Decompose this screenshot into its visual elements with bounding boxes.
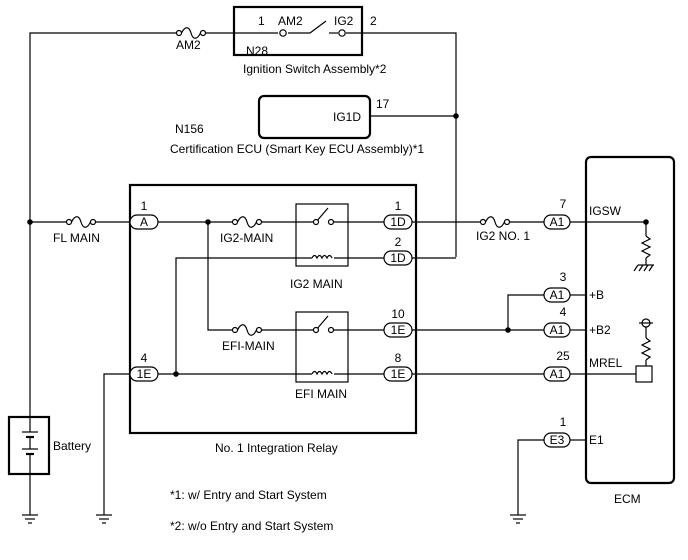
footnote-1: *1: w/ Entry and Start System xyxy=(170,488,327,502)
mrel-driver-icon xyxy=(635,365,653,383)
certification-ecu-name: Certification ECU (Smart Key ECU Assembl… xyxy=(170,142,424,156)
ig2-main-relay-icon xyxy=(295,203,349,267)
fuse-ig2-no1-icon xyxy=(479,216,511,228)
ecm-pin-mrel: A1 25 MREL xyxy=(543,349,623,382)
relay-connector-1e-pin10: 1E 10 xyxy=(383,307,413,338)
ignition-switch-code: N28 xyxy=(246,44,268,58)
svg-text:MREL: MREL xyxy=(589,356,623,370)
footnote-2: *2: w/o Entry and Start System xyxy=(170,519,333,533)
svg-text:+B2: +B2 xyxy=(589,323,611,337)
mrel-supply-icon xyxy=(639,318,653,328)
ignition-switch-box xyxy=(232,5,364,57)
ground-battery-icon xyxy=(22,514,38,524)
ecm-label: ECM xyxy=(614,492,641,506)
ecm-pin-igsw: A1 7 IGSW xyxy=(543,197,622,230)
svg-text:A1: A1 xyxy=(550,288,565,302)
svg-text:3: 3 xyxy=(560,270,567,284)
relay-efi-main-label: EFI MAIN xyxy=(295,387,347,401)
fuse-ig2-main-label: IG2-MAIN xyxy=(220,231,273,245)
fuse-ig2-main-icon xyxy=(231,216,263,228)
ecm-pin-b2: A1 4 +B2 xyxy=(543,305,611,338)
svg-text:+B: +B xyxy=(589,288,604,302)
battery-label: Battery xyxy=(53,439,91,453)
svg-text:1E: 1E xyxy=(391,367,406,381)
fuse-am2-icon xyxy=(175,27,207,39)
svg-text:10: 10 xyxy=(391,307,405,321)
fuse-ig2-no1-label: IG2 NO. 1 xyxy=(476,229,530,243)
ecm-box xyxy=(584,155,676,485)
ecm-pin-b: A1 3 +B xyxy=(543,270,604,303)
svg-text:A: A xyxy=(140,215,148,229)
battery-box xyxy=(7,415,51,476)
svg-text:IGSW: IGSW xyxy=(589,204,622,218)
ignition-switch-left-pin: 1 xyxy=(258,14,265,28)
fuse-fl-main-label: FL MAIN xyxy=(53,231,100,245)
svg-text:25: 25 xyxy=(556,349,570,363)
ground-ecm-e1-icon xyxy=(510,514,526,524)
relay-ig2-main-label: IG2 MAIN xyxy=(290,277,343,291)
ground-icons xyxy=(22,264,654,524)
integration-relay-box xyxy=(128,183,418,435)
ground-relay-icon xyxy=(96,514,112,524)
svg-text:4: 4 xyxy=(560,305,567,319)
svg-text:7: 7 xyxy=(560,197,567,211)
fuse-fl-main-icon xyxy=(65,216,97,228)
svg-text:1: 1 xyxy=(395,199,402,213)
relay-connector-1d-pin2: 1D 2 xyxy=(383,235,413,266)
efi-main-relay-icon xyxy=(295,311,349,383)
ground-igsw-icon xyxy=(633,264,654,272)
battery-icon xyxy=(22,417,38,474)
svg-text:A1: A1 xyxy=(550,367,565,381)
ignition-switch-left-terminal: AM2 xyxy=(278,14,303,28)
certification-ecu-box xyxy=(257,94,372,140)
ignition-switch-right-terminal: IG2 xyxy=(334,14,354,28)
certification-ecu-code: N156 xyxy=(175,122,204,136)
svg-text:1D: 1D xyxy=(390,215,406,229)
svg-text:1: 1 xyxy=(560,415,567,429)
svg-text:A1: A1 xyxy=(550,323,565,337)
certification-ecu-terminal: IG1D xyxy=(333,110,361,124)
svg-text:E3: E3 xyxy=(550,433,565,447)
fuse-am2-label: AM2 xyxy=(176,38,201,52)
svg-text:1E: 1E xyxy=(137,367,152,381)
certification-ecu-pin: 17 xyxy=(376,97,390,111)
fuse-symbols xyxy=(65,27,511,336)
fuse-efi-main-label: EFI-MAIN xyxy=(222,339,275,353)
relay-connector-a: A 1 xyxy=(129,199,159,230)
svg-text:1E: 1E xyxy=(391,323,406,337)
relay-connector-1e-pin4: 1E 4 xyxy=(129,351,159,382)
svg-text:A1: A1 xyxy=(550,215,565,229)
switch-contact-right xyxy=(338,29,346,37)
integration-relay-name: No. 1 Integration Relay xyxy=(215,441,338,455)
relay-connector-1d-pin1: 1D 1 xyxy=(383,199,413,230)
svg-text:1: 1 xyxy=(141,199,148,213)
ignition-switch-right-pin: 2 xyxy=(370,14,377,28)
svg-text:8: 8 xyxy=(395,351,402,365)
switch-contact-left xyxy=(279,29,287,37)
ignition-switch-name: Ignition Switch Assembly*2 xyxy=(243,62,387,76)
svg-text:E1: E1 xyxy=(589,433,604,447)
ecm-pin-e1: E3 1 E1 xyxy=(543,415,604,448)
svg-text:2: 2 xyxy=(395,235,402,249)
relay-connector-1e-pin8: 1E 8 xyxy=(383,351,413,382)
junction-dots xyxy=(27,113,649,377)
svg-text:1D: 1D xyxy=(390,251,406,265)
wires xyxy=(29,20,652,515)
svg-text:4: 4 xyxy=(141,351,148,365)
fuse-efi-main-icon xyxy=(231,324,263,336)
